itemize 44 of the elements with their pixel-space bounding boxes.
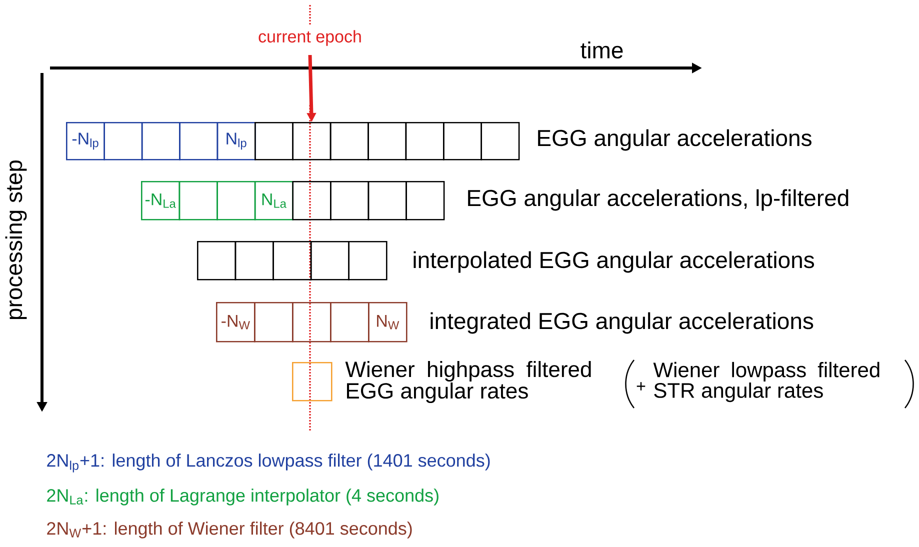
cell (272, 241, 312, 280)
cell (179, 122, 218, 160)
note: 2N$_{W}$+1: length of Wiener filter (8401 seconds) (47, 522, 412, 538)
cell (368, 181, 407, 220)
cell (406, 181, 445, 220)
cell: N$_{lp}$ (216, 122, 256, 160)
cell (104, 122, 143, 160)
cell (292, 122, 332, 160)
cell (330, 181, 370, 220)
cell: -N$_{La}$ (141, 181, 180, 220)
row-label: interpolated EGG angular accelerations (414, 251, 814, 273)
cell (254, 302, 294, 342)
cell: -N$_{W}$ (216, 302, 256, 342)
label: current epoch (258, 30, 361, 46)
cell: N$_{W}$ (368, 302, 408, 342)
cell (292, 362, 332, 402)
cell: -N$_{lp}$ (66, 122, 105, 160)
cell (348, 241, 388, 280)
cell (330, 302, 370, 342)
row-label: EGG angular accelerations (538, 129, 812, 151)
cell (292, 302, 332, 342)
cell (197, 241, 236, 280)
cell (480, 122, 520, 160)
row-label: integrated EGG angular accelerations (430, 312, 814, 334)
cell (368, 122, 407, 160)
cell (141, 122, 180, 160)
note: 2N$_{La}$: length of Lagrange interpolator (4 seconds) (47, 488, 438, 506)
row-label: EGG angular accelerations, lp-filtered (468, 189, 848, 211)
cell (310, 241, 350, 280)
cell (292, 181, 332, 220)
cell (234, 241, 274, 280)
axis-label: time (580, 42, 623, 58)
row-label: Wiener highpass filtered EGG angular rates (345, 361, 591, 403)
cell (254, 122, 294, 160)
cell: N$_{La}$ (254, 181, 294, 220)
cell (443, 122, 482, 160)
axis-label: processing step (5, 160, 27, 320)
cell (330, 122, 369, 160)
cell (405, 122, 444, 160)
row-label: Wiener lowpass filtered STR angular rates (653, 362, 880, 402)
plus-sign: + (636, 382, 646, 390)
cell (178, 181, 218, 220)
note: 2N$_{lp}$+1: length of Lanczos lowpass filter (1401 seconds) (47, 454, 490, 472)
cell (216, 181, 256, 220)
